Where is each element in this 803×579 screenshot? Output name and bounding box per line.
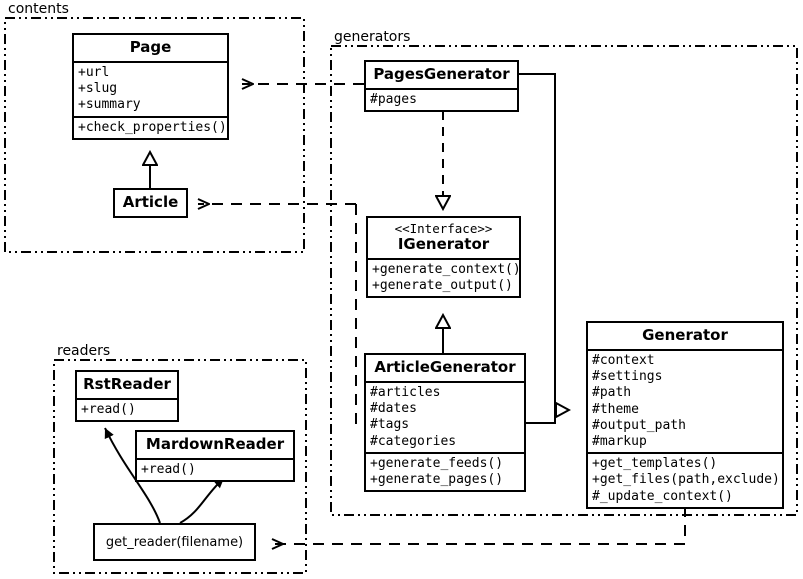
operation-update-context: #_update_context()	[592, 488, 733, 504]
attribute-context: #context	[592, 353, 655, 368]
class-name-article: Article	[122, 193, 179, 211]
package-label-contents: contents	[6, 1, 71, 17]
class-name-rst-reader: RstReader	[77, 372, 177, 400]
class-stereotype-igenerator: <<Interface>>	[394, 221, 493, 236]
package-label-generators: generators	[332, 29, 413, 45]
attribute-output-path: #output_path	[592, 417, 686, 433]
dependency-getreader-mardownreader	[179, 477, 225, 524]
operation-generate-context: +generate_context()	[372, 262, 521, 277]
class-name-generator: Generator	[588, 323, 782, 351]
package-label-readers: readers	[55, 343, 113, 359]
class-box-pages-generator[interactable]: PagesGenerator #pages	[364, 60, 519, 113]
class-box-page[interactable]: Page +url +slug +summary +check_properti…	[72, 33, 229, 140]
class-box-mardown-reader[interactable]: MardownReader +read()	[135, 430, 295, 483]
function-box-get-reader[interactable]: get_reader(filename)	[93, 523, 256, 561]
operation-check-properties: +check_properties()	[78, 119, 227, 135]
class-name-page: Page	[74, 35, 227, 63]
attribute-tags: #tags	[370, 417, 410, 433]
generalization-articlegenerator-generator	[526, 410, 556, 424]
class-attributes-generator: #context #settings #path #theme #output_…	[588, 351, 782, 455]
operation-get-files: +get_files(path,exclude)	[592, 472, 780, 488]
attribute-categories: #categories	[370, 433, 457, 449]
class-box-generator[interactable]: Generator #context #settings #path #them…	[586, 321, 784, 509]
function-label-get-reader: get_reader(filename)	[105, 534, 244, 550]
attribute-summary: +summary	[78, 97, 141, 113]
class-header-igenerator: <<Interface>> IGenerator	[368, 218, 519, 260]
class-attributes-pages-generator: #pages	[366, 90, 517, 110]
attribute-url: +url	[78, 65, 110, 80]
class-name-article-generator: ArticleGenerator	[366, 355, 524, 383]
class-box-igenerator[interactable]: <<Interface>> IGenerator +generate_conte…	[366, 216, 521, 299]
attribute-pages: #pages	[370, 92, 417, 107]
class-operations-mardown-reader: +read()	[137, 460, 293, 480]
generalization-pagesgenerator-generator	[519, 73, 569, 410]
attribute-articles: #articles	[370, 385, 441, 400]
operation-get-templates: +get_templates()	[592, 456, 718, 472]
class-operations-page: +check_properties()	[74, 118, 227, 138]
class-operations-igenerator: +generate_context() +generate_output()	[368, 260, 521, 296]
class-name-mardown-reader: MardownReader	[137, 432, 293, 460]
class-box-article-generator[interactable]: ArticleGenerator #articles #dates #tags …	[364, 353, 526, 493]
class-name-pages-generator: PagesGenerator	[366, 62, 517, 90]
class-attributes-page: +url +slug +summary	[74, 63, 227, 118]
operation-read-rst: +read()	[81, 402, 136, 417]
class-box-article[interactable]: Article	[113, 188, 188, 218]
operation-generate-output: +generate_output()	[372, 278, 513, 294]
class-name-igenerator: IGenerator	[397, 235, 490, 253]
operation-generate-feeds: +generate_feeds()	[370, 455, 504, 471]
dependency-articlegenerator-article-elbow	[355, 204, 364, 424]
class-operations-generator: +get_templates() +get_files(path,exclude…	[588, 454, 782, 507]
class-box-rst-reader[interactable]: RstReader +read()	[75, 370, 179, 423]
class-attributes-article-generator: #articles #dates #tags #categories	[366, 383, 524, 454]
attribute-markup: #markup	[592, 434, 647, 450]
operation-read-markdown: +read()	[141, 462, 196, 477]
dependency-generator-getreader	[272, 506, 686, 544]
attribute-settings: #settings	[592, 369, 663, 385]
attribute-dates: #dates	[370, 401, 417, 417]
attribute-path: #path	[592, 385, 632, 401]
attribute-slug: +slug	[78, 81, 118, 97]
operation-generate-pages: +generate_pages()	[370, 472, 504, 488]
attribute-theme: #theme	[592, 401, 639, 417]
class-operations-article-generator: +generate_feeds() +generate_pages()	[366, 454, 524, 490]
class-operations-rst-reader: +read()	[77, 400, 177, 420]
